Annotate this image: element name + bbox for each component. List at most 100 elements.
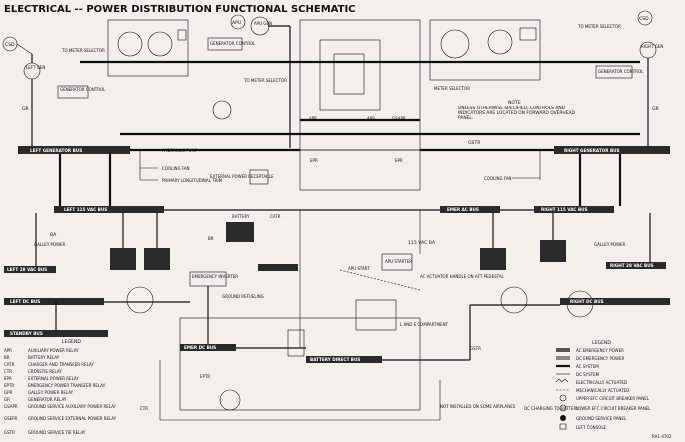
gen-control-left — [57, 85, 89, 99]
left-transformer-1 — [110, 248, 136, 270]
right-dc-bus-label: RIGHT DC BUS — [570, 299, 604, 304]
right-indicator — [519, 27, 537, 41]
apr-left-label: APR — [309, 116, 317, 121]
note-body: UNLESS OTHERWISE SPECIFIED, CONTROLS AND… — [458, 106, 575, 121]
emer-ac-bus-2 — [258, 264, 298, 271]
legend-right-dc-system: DC SYSTEM — [576, 372, 600, 377]
dc-charging-label: DC CHARGING TO BATTERY — [524, 406, 579, 411]
legend-left-code-apr: APR — [4, 348, 12, 353]
left-dc-bus-upper — [4, 298, 104, 305]
left-gauge-1 — [117, 31, 143, 57]
ext-power-label: EXTERNAL POWER RECEPTACLE — [210, 174, 274, 179]
central-switch-cabinet — [299, 19, 421, 151]
legend-left-desc-ctr: CROSSTIE RELAY — [28, 369, 62, 374]
gen-control-right-label: GENERATOR CONTROL — [598, 69, 644, 74]
meter-sel-apu-label: TO METER SELECTOR — [243, 78, 287, 83]
right-generator-bus-label: RIGHT GENERATOR BUS — [564, 148, 620, 153]
right-transformer-2 — [540, 240, 566, 262]
legend-right-dc-emer: DC EMERGENCY POWER — [576, 356, 625, 361]
legend-right-electric: ELECTRICALLY ACTUATED — [576, 380, 627, 385]
cooling-fan-left-label: COOLING FAN — [162, 166, 190, 171]
primary-trim-label: PRIMARY LONGITUDINAL TRIM — [162, 178, 223, 183]
legend-right-upper-panel: UPPER EFC CIRCUIT BREAKER PANEL — [576, 396, 650, 401]
apu-gen-symbol — [250, 16, 270, 36]
epr-left-label: EPR — [310, 158, 318, 163]
apu-starter-label: APU STARTER — [385, 259, 412, 264]
apu-symbol — [230, 14, 246, 30]
emer-dc-bus — [180, 344, 236, 351]
eptr-label: EPTR — [200, 374, 210, 379]
left-115vac-bus-label: LEFT 115 VAC BUS — [64, 207, 107, 212]
epr-right-label: EPR — [395, 158, 403, 163]
legend-left-code-eptr: EPTR — [4, 383, 14, 388]
emergency-inverter-label: EMERGENCY INVERTER — [192, 274, 238, 279]
csd-right-label: CSD — [639, 16, 649, 22]
ac-actuator-label: AC ACTUATOR HANDLE ON AFT PEDESTAL — [420, 274, 505, 279]
left-115vac-bus — [54, 206, 164, 213]
right-115vac-bus — [534, 206, 614, 213]
battery-direct-bus-label: BATTERY DIRECT BUS — [310, 357, 360, 362]
legend-left-desc-apr: AUXILIARY POWER RELAY — [28, 348, 79, 353]
cooling-fan-right-label: COOLING FAN — [484, 176, 512, 181]
legend-electric-symbol — [555, 378, 569, 383]
legend-swatch-dc-emer — [556, 356, 570, 360]
legend-left-desc-eptr: EMERGENCY POWER TRANSFER RELAY — [28, 383, 106, 388]
legend-right-ac-system: AC SYSTEM — [576, 364, 599, 369]
gstr-label: GSTR — [468, 140, 481, 146]
right-meter-panel — [429, 19, 541, 81]
right-gen-label: RIGHT GEN — [641, 44, 663, 49]
legend-right-rows: AC EMERGENCY POWER DC EMERGENCY POWER AC… — [555, 348, 651, 430]
legend-left-code-ctr: CTR — [4, 369, 12, 374]
left-28vac-bus-label: LEFT 28 VAC BUS — [7, 267, 47, 272]
br-label: BR — [208, 236, 214, 241]
gstr-lower-label: GSTR — [470, 346, 481, 351]
right-ac-meter — [500, 286, 528, 314]
legend-left-code-gpr: GPR — [4, 390, 13, 395]
left-transformer-2 — [144, 248, 170, 270]
legend-left-desc-catr: CHARGER AND TRANSFER RELAY — [28, 362, 94, 367]
right-28vac-bus — [606, 262, 666, 269]
legend-left-code-br: BR — [4, 355, 10, 360]
legend-left-desc-gsapr: GROUND SERVICE AUXILIARY POWER RELAY — [28, 404, 117, 409]
gen-control-apu — [207, 37, 243, 51]
emer-ac-bus — [440, 206, 500, 213]
left-ammeter — [212, 100, 232, 120]
right-115vac-bus-label: RIGHT 115 VAC BUS — [541, 207, 588, 212]
ctr-label: CTR — [140, 406, 148, 411]
right-dc-bus — [560, 298, 670, 305]
legend-left-desc-gstr: GROUND SERVICE TIE RELAY — [28, 430, 86, 435]
left-generator-bus-label: LEFT GENERATOR BUS — [30, 148, 82, 153]
meter-sel-left-label: TO METER SELECTOR — [61, 48, 105, 53]
legend-left-desc-epr: EXTERNAL POWER RELAY — [28, 376, 79, 381]
left-dc-bus-label: LEFT DC BUS — [10, 299, 40, 304]
ground-refueling-label: GROUND REFUELING — [222, 294, 264, 299]
legend-gsp-symbol — [560, 415, 566, 421]
legend-left-code-catr: CATR — [4, 362, 15, 367]
legend-swatch-ac-emer — [556, 348, 570, 352]
left-gauge-2 — [147, 31, 173, 57]
legend-left-code-gstr: GSTR — [4, 430, 15, 435]
right-28vac-bus-label: RIGHT 28 VAC BUS — [610, 263, 654, 268]
gr-left-label: GR — [22, 106, 30, 112]
central-switch-panel — [319, 39, 381, 111]
central-switch-handle — [333, 53, 365, 95]
emer-ac-bus-label: EMER AC BUS — [447, 207, 479, 212]
right-gauge-2 — [487, 29, 513, 55]
lower-control-box — [179, 317, 421, 411]
legend-right-heading: LEGEND — [592, 340, 611, 346]
legend-right-ac-emer: AC EMERGENCY POWER — [576, 348, 624, 353]
ext-power-receptacle — [249, 169, 269, 185]
standby-bus-label: STANDBY BUS — [10, 331, 43, 336]
galley-right-label: GALLEY POWER — [594, 242, 626, 247]
battery-direct-bus — [306, 356, 382, 363]
l-and-e-label: L AND E COMPARTMENT — [400, 322, 449, 327]
l-and-e-equipment — [355, 299, 397, 331]
legend-left-console-symbol — [559, 423, 567, 430]
legend-upper-panel-symbol — [559, 394, 567, 402]
dc-meter-lower — [219, 389, 241, 411]
legend-right-gsp: GROUND SERVICE PANEL — [576, 416, 627, 421]
standby-bus — [4, 330, 108, 337]
figure-ref: RA1-4702 — [652, 434, 672, 439]
